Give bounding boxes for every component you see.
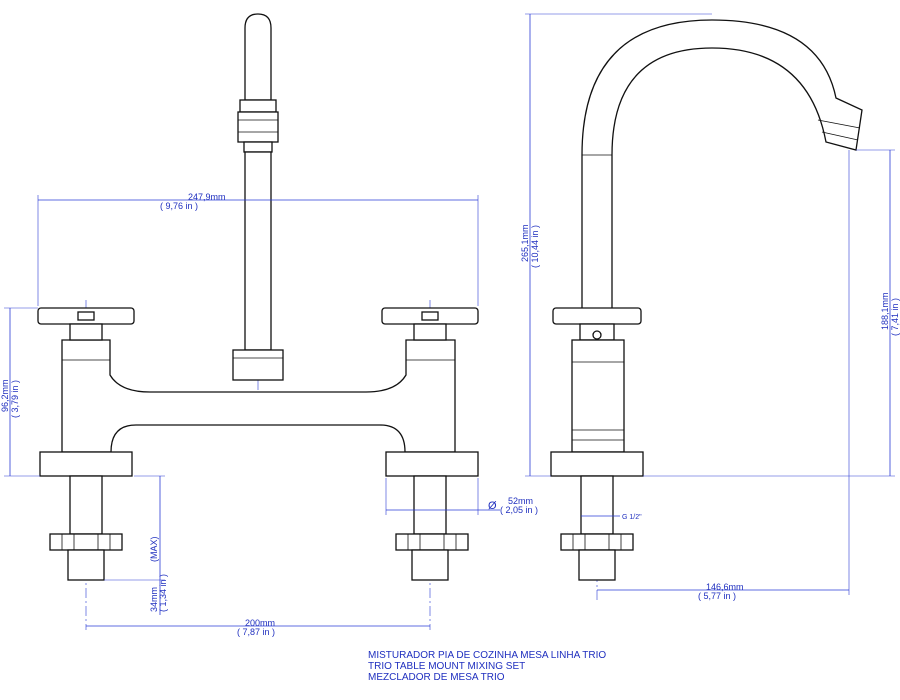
spout-tube-top	[244, 13, 272, 101]
spout-ring-1	[239, 99, 277, 113]
left-handle-cap	[77, 311, 95, 321]
dim-shank-note: (MAX)	[149, 537, 159, 563]
left-shank	[69, 475, 103, 535]
dim-body-height-mm: 96,2mm	[0, 379, 10, 412]
dim-diameter-in: ( 2,05 in )	[500, 505, 538, 515]
side-base-plate	[550, 451, 644, 477]
caption-english: TRIO TABLE MOUNT MIXING SET	[368, 661, 526, 672]
right-shank	[413, 475, 447, 535]
right-base-plate	[385, 451, 479, 477]
dim-center-mm: 200mm	[245, 618, 275, 628]
dim-width-mm: 247,9mm	[188, 192, 226, 202]
side-shank-end	[578, 549, 616, 581]
right-nut	[395, 533, 469, 551]
dim-diameter-mm: 52mm	[508, 496, 533, 506]
bridge-body	[61, 339, 456, 453]
dim-shank-mm: 34mm	[149, 587, 159, 612]
right-handle-cap	[421, 311, 439, 321]
side-view: G 1/2" 265,1mm ( 10,44 in ) 188,1mm ( 7,…	[520, 13, 900, 601]
dim-width-in: ( 9,76 in )	[160, 201, 198, 211]
dim-spout-reach-mm: 146,6mm	[706, 582, 744, 592]
side-gooseneck-spout	[581, 19, 863, 341]
dim-spout-height-mm: 188,1mm	[880, 292, 890, 330]
spout-aerator-tip	[243, 141, 273, 153]
left-handle-stem	[69, 323, 103, 341]
drawing-caption: MISTURADOR PIA DE COZINHA MESA LINHA TRI…	[368, 650, 606, 683]
side-handle-screw	[592, 330, 602, 340]
front-view: 247,9mm ( 9,76 in ) 96,2mm ( 3,79 in ) (…	[0, 13, 538, 637]
spout-base	[232, 349, 284, 381]
side-shank	[580, 475, 614, 535]
caption-spanish: MEZCLADOR DE MESA TRIO	[368, 672, 505, 683]
caption-portuguese: MISTURADOR PIA DE COZINHA MESA LINHA TRI…	[368, 650, 607, 661]
dim-spout-height-in: ( 7,41 in )	[890, 298, 900, 336]
dim-thread-label: G 1/2"	[622, 514, 642, 521]
dim-total-height-mm: 265,1mm	[520, 224, 530, 262]
right-handle-stem	[413, 323, 447, 341]
dim-body-height-in: ( 3,79 in )	[10, 380, 20, 418]
side-nut	[560, 533, 634, 551]
dim-spout-reach-in: ( 5,77 in )	[698, 591, 736, 601]
dim-center-in: ( 7,87 in )	[237, 627, 275, 637]
dim-total-height-in: ( 10,44 in )	[530, 225, 540, 268]
side-cross-handle	[552, 307, 642, 325]
left-base-plate	[39, 451, 133, 477]
dim-shank-in: ( 1,34 in )	[158, 574, 168, 612]
spout-riser	[244, 151, 272, 351]
dim-diameter-symbol: Ø	[488, 500, 497, 512]
left-shank-end	[67, 549, 105, 581]
side-body	[571, 339, 625, 453]
spout-aerator	[237, 111, 279, 143]
right-shank-end	[411, 549, 449, 581]
left-nut	[49, 533, 123, 551]
